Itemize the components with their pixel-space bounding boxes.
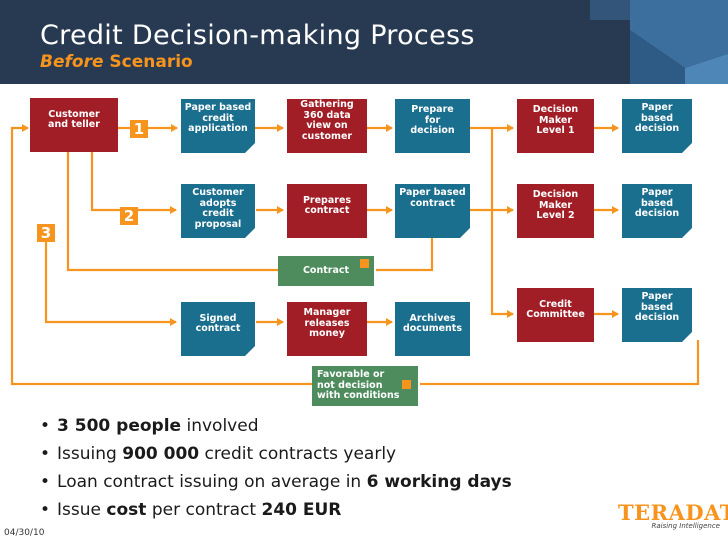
bullet-people: 3 500 people involved <box>40 412 512 440</box>
paper-decision-box-3: Paper based decision <box>622 288 692 342</box>
decision-maker-level2-box: Decision Maker Level 2 <box>517 184 594 238</box>
customer-teller-box: Customer and teller <box>30 98 118 152</box>
favorable-marker-square <box>402 380 411 389</box>
key-facts-list: 3 500 people involved Issuing 900 000 cr… <box>40 412 512 524</box>
bullet-duration: Loan contract issuing on average in 6 wo… <box>40 468 512 496</box>
credit-committee-box: Credit Committee <box>517 288 594 342</box>
prepares-contract-box: Prepares contract <box>287 184 367 238</box>
teradata-logo: TERADATA Raising Intelligence <box>618 500 728 530</box>
gathering-data-box: Gathering 360 data view on customer <box>287 99 367 153</box>
step-marker-1: 1 <box>130 120 148 138</box>
manager-releases-box: Manager releases money <box>287 302 367 356</box>
step-marker-3: 3 <box>37 224 55 242</box>
customer-adopts-box: Customer adopts credit proposal <box>181 184 255 238</box>
paper-application-box: Paper based credit application <box>181 99 255 153</box>
decision-maker-level1-box: Decision Maker Level 1 <box>517 99 594 153</box>
step-marker-2: 2 <box>120 207 138 225</box>
prepare-decision-box: Prepare for decision <box>395 99 470 153</box>
bullet-cost: Issue cost per contract 240 EUR <box>40 496 512 524</box>
footer-date: 04/30/10 <box>4 528 44 538</box>
paper-decision-box-2: Paper based decision <box>622 184 692 238</box>
archives-documents-box: Archives documents <box>395 302 470 356</box>
bullet-contracts: Issuing 900 000 credit contracts yearly <box>40 440 512 468</box>
paper-decision-box-1: Paper based decision <box>622 99 692 153</box>
signed-contract-box: Signed contract <box>181 302 255 356</box>
contract-marker-square <box>360 259 369 268</box>
paper-contract-box: Paper based contract <box>395 184 470 238</box>
